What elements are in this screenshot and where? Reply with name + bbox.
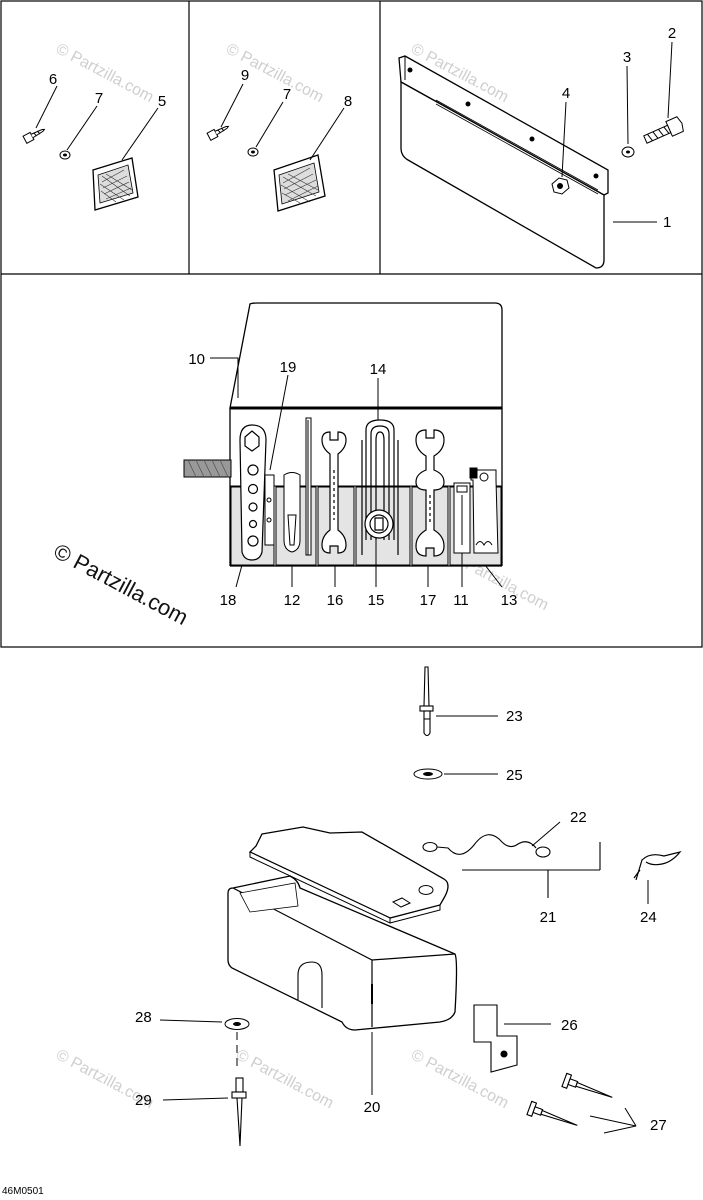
tool-15 <box>364 509 394 539</box>
panel-mudflap-1: 2 3 4 1 <box>398 25 684 269</box>
callout-10: 10 <box>188 351 205 368</box>
tool-kit: 10 19 14 18 12 16 15 17 11 13 <box>183 302 518 609</box>
callout-11: 11 <box>453 592 469 609</box>
callout-20: 20 <box>364 1099 381 1116</box>
box-20 <box>227 875 458 1031</box>
tools-11-13 <box>453 467 499 554</box>
screw-6 <box>22 128 46 144</box>
rivet-29 <box>231 1077 247 1147</box>
callout-7: 7 <box>95 90 103 107</box>
storage-box-assembly: 23 25 22 21 24 26 27 28 29 20 <box>135 666 682 1147</box>
callout-14: 14 <box>370 361 387 378</box>
screw-9 <box>206 125 230 141</box>
washer-25 <box>413 768 443 780</box>
watermark: © Partzilla.com <box>53 41 156 107</box>
screwdriver-12 <box>283 417 312 556</box>
callout-16: 16 <box>327 592 344 609</box>
watermark: © Partzilla.com <box>233 1047 336 1113</box>
callout-1: 1 <box>663 214 671 231</box>
leader-lines-panel2 <box>220 83 345 161</box>
callout-9: 9 <box>241 67 249 84</box>
panel-vent-5: 6 7 5 <box>22 71 166 211</box>
cable-21-22 <box>422 834 601 898</box>
bracket-26 <box>473 1004 518 1073</box>
callout-21: 21 <box>540 909 557 926</box>
callout-26: 26 <box>561 1017 578 1034</box>
leader-lines-panel3 <box>561 41 673 223</box>
lid <box>248 826 449 924</box>
grille-5 <box>92 157 139 211</box>
callout-23: 23 <box>506 708 523 725</box>
tool-19 <box>264 474 275 546</box>
callout-5: 5 <box>158 93 166 110</box>
nut-4 <box>551 177 570 195</box>
callout-13: 13 <box>501 592 518 609</box>
callout-4: 4 <box>562 85 570 102</box>
box-wrench-18 <box>239 424 267 561</box>
watermark: © Partzilla.com <box>223 41 326 107</box>
washer-7a <box>59 150 71 160</box>
watermark-main: © Partzilla.com <box>50 538 193 630</box>
callout-8: 8 <box>344 93 352 110</box>
callout-29: 29 <box>135 1092 152 1109</box>
callout-7: 7 <box>283 86 291 103</box>
callout-6: 6 <box>49 71 57 88</box>
flap-1 <box>398 55 609 269</box>
callout-12: 12 <box>284 592 301 609</box>
wrench-17 <box>415 429 445 557</box>
washer-7b <box>247 147 259 157</box>
callout-18: 18 <box>220 592 237 609</box>
callout-2: 2 <box>668 25 676 42</box>
grille-8 <box>273 154 326 212</box>
diagram-code: 46M0501 <box>2 1186 44 1197</box>
bar-handle <box>183 459 232 478</box>
handle-14 <box>361 419 399 555</box>
rivet-23 <box>419 666 434 737</box>
washer-3 <box>621 146 635 158</box>
wrench-16 <box>321 431 347 554</box>
washer-28 <box>224 1018 250 1030</box>
callout-27: 27 <box>650 1117 667 1134</box>
callout-17: 17 <box>420 592 437 609</box>
clip-24 <box>633 850 682 881</box>
frame-top <box>0 0 703 648</box>
callout-25: 25 <box>506 767 523 784</box>
callout-24: 24 <box>640 909 657 926</box>
leader-lines-panel1 <box>35 85 159 161</box>
callout-3: 3 <box>623 49 631 66</box>
callout-15: 15 <box>368 592 385 609</box>
leader-lines-lower <box>159 715 649 1134</box>
callout-19: 19 <box>280 359 297 376</box>
leader-lines-toolkit <box>210 357 503 588</box>
panel-vent-8: 9 7 8 <box>206 67 352 212</box>
bolt-2 <box>643 116 684 144</box>
rivets-27 <box>526 1072 613 1126</box>
panel-frames <box>0 0 703 648</box>
callout-28: 28 <box>135 1009 152 1026</box>
callout-22: 22 <box>570 809 587 826</box>
